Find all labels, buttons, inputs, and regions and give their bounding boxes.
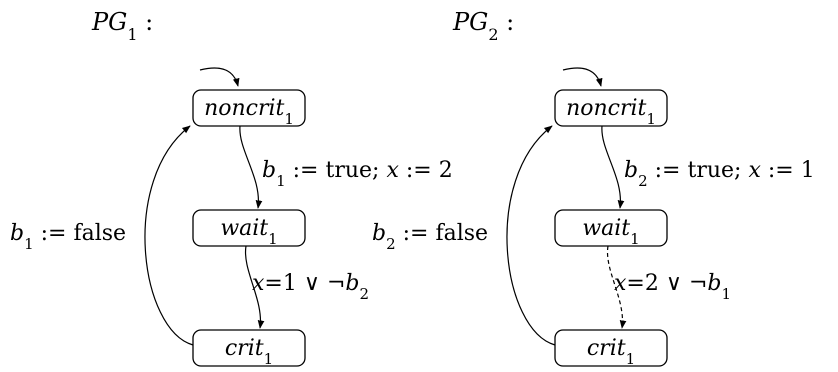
program-graph-2: PG2 : noncrit1 wait1 crit1 b2 := true; x… [372, 8, 815, 368]
state-noncrit-2: noncrit1 [554, 89, 668, 128]
edge-label-guard-2: x=2 ∨ ¬b1 [614, 271, 731, 303]
state-noncrit-1: noncrit1 [192, 89, 306, 128]
program-graph-1: PG1 : noncrit1 wait1 crit1 [10, 8, 453, 368]
edge-label-guard-1: x=1 ∨ ¬b2 [252, 271, 369, 303]
edge-crit-to-noncrit-1 [144, 125, 194, 346]
edge-noncrit-to-wait-2 [601, 125, 625, 209]
svg-text:noncrit1: noncrit1 [566, 96, 656, 128]
edge-label-enter-2: b2 := true; x := 1 [624, 158, 815, 190]
svg-text:crit1: crit1 [587, 336, 635, 368]
svg-text:noncrit1: noncrit1 [204, 96, 294, 128]
edge-crit-to-noncrit-2 [506, 125, 556, 346]
edge-label-exit-2: b2 := false [372, 221, 488, 253]
edge-label-enter-1: b1 := true; x := 2 [262, 158, 453, 190]
state-wait-1: wait1 [192, 209, 306, 248]
initial-arrow-1 [199, 67, 240, 87]
svg-text:wait1: wait1 [220, 216, 277, 248]
edge-wait-to-crit-1 [244, 245, 265, 329]
graph-title-1: PG1 : [91, 8, 153, 44]
edge-label-exit-1: b1 := false [10, 221, 126, 253]
state-crit-2: crit1 [554, 329, 668, 368]
edge-wait-to-crit-2 [606, 245, 627, 329]
initial-arrow-2 [562, 67, 603, 87]
graph-title-2: PG2 : [452, 8, 514, 44]
edge-noncrit-to-wait-1 [239, 125, 263, 209]
svg-text:crit1: crit1 [225, 336, 273, 368]
state-wait-2: wait1 [554, 209, 668, 248]
state-crit-1: crit1 [192, 329, 306, 368]
svg-text:wait1: wait1 [582, 216, 639, 248]
